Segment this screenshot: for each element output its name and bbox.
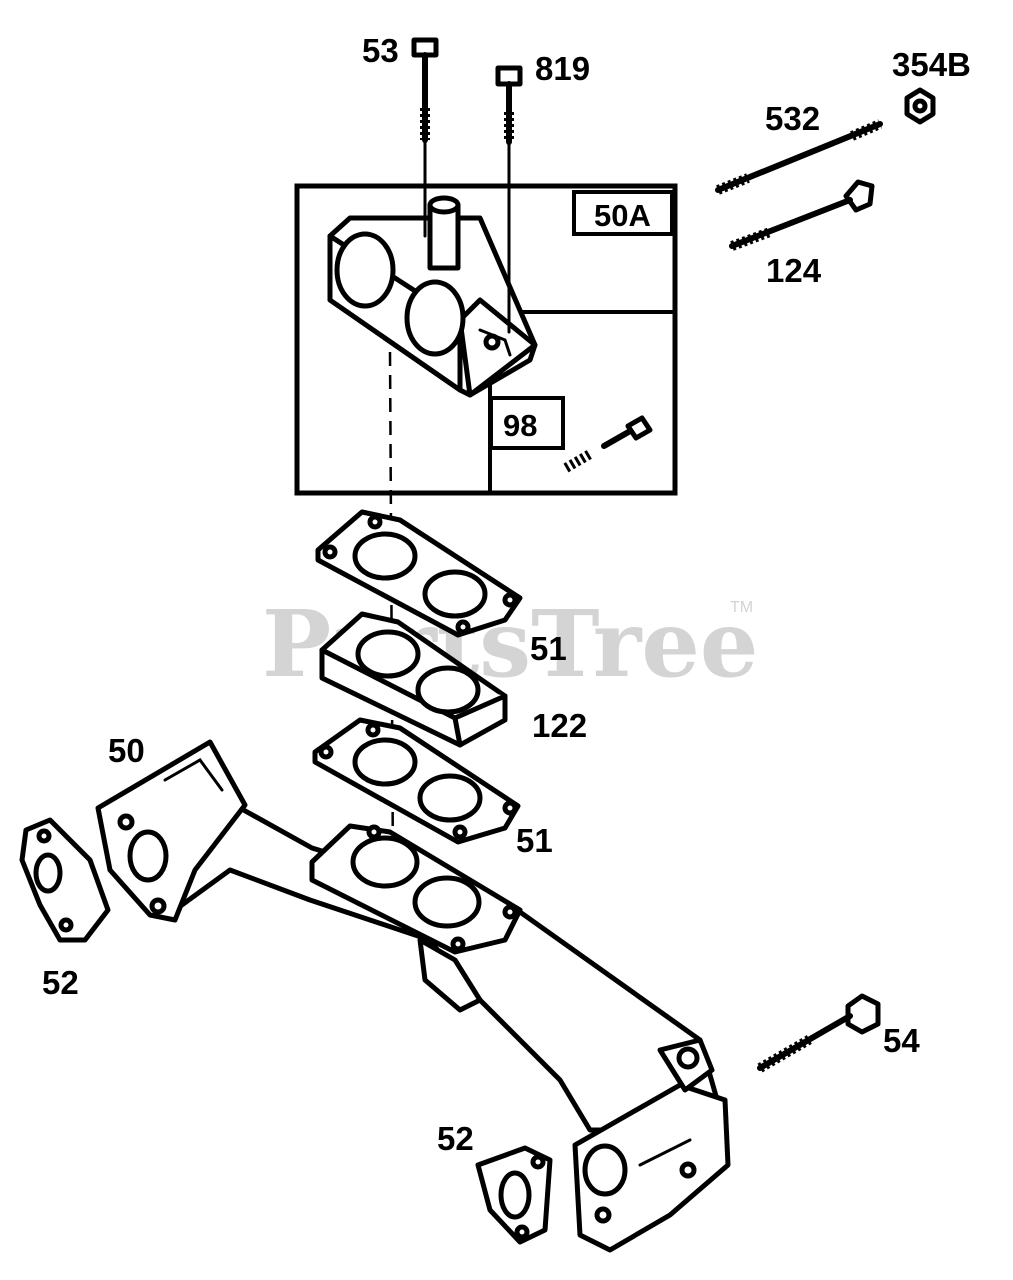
nut-354b[interactable] [904,87,936,125]
callout-354b: 354B [892,46,971,83]
callout-819: 819 [535,50,590,87]
callout-124: 124 [766,252,822,289]
callout-50a: 50A [594,198,651,233]
intake-manifold-50[interactable] [95,739,731,1253]
gasket-52-left[interactable] [19,817,111,943]
callout-122: 122 [532,707,587,744]
bolt-54[interactable] [757,993,881,1073]
kit-box-50a [294,183,678,496]
bolt-124[interactable] [729,179,875,251]
callout-98: 98 [503,408,537,443]
gasket-51-top[interactable] [315,509,523,638]
gasket-51-bottom[interactable] [312,717,521,845]
callout-52-bottom: 52 [437,1120,474,1157]
bolt-819[interactable] [495,65,523,145]
watermark-trademark: TM [730,599,753,616]
gasket-52-bottom[interactable] [475,1145,553,1245]
callout-51-bottom: 51 [516,822,553,859]
callout-532: 532 [765,100,820,137]
callout-53: 53 [362,32,399,69]
callout-52-left: 52 [42,964,79,1001]
spacer-122[interactable] [319,611,508,748]
callout-50: 50 [108,732,145,769]
stud-532[interactable] [715,119,883,195]
carburetor-adapter-50a[interactable] [327,195,538,398]
callout-51-top: 51 [530,630,567,667]
bolt-53[interactable] [411,37,439,143]
alignment-centerline [388,351,395,876]
callout-54: 54 [883,1022,920,1059]
screws-98[interactable] [563,415,653,473]
